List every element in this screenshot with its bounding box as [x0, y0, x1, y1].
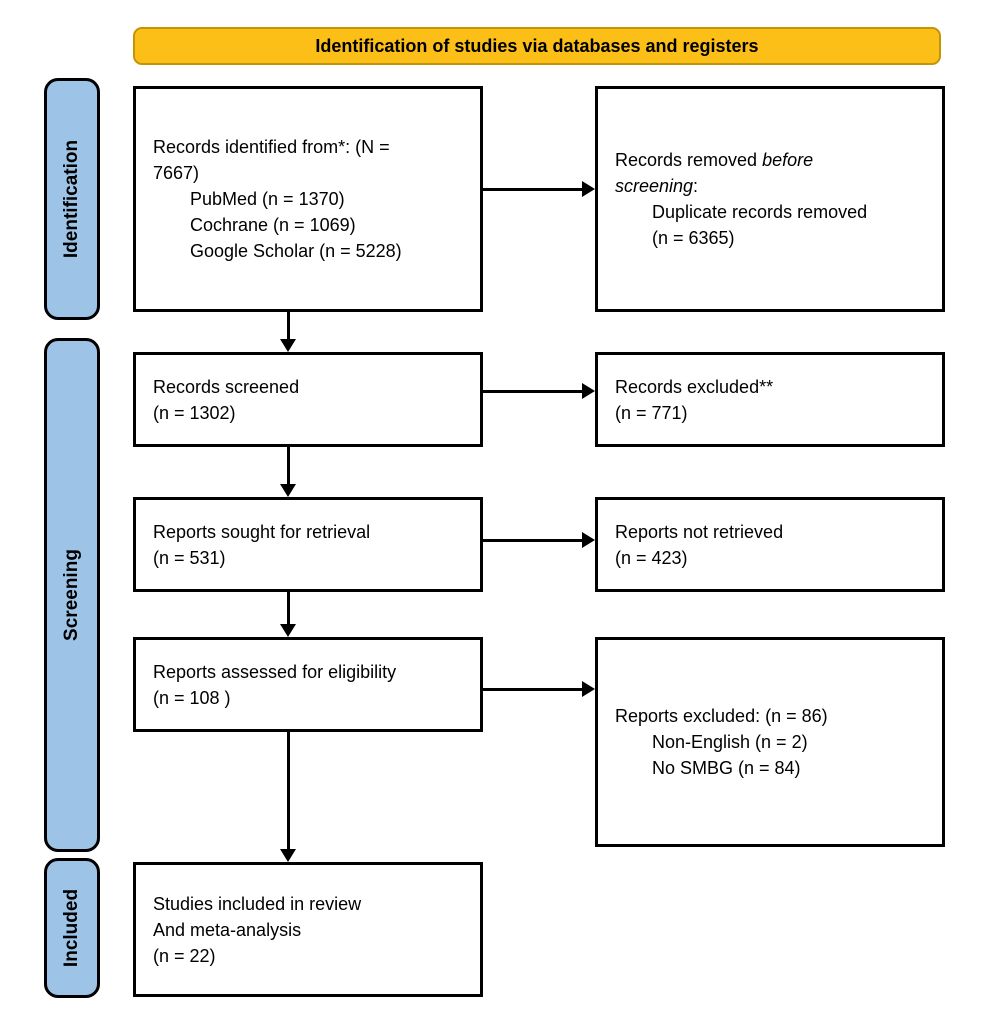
box-records-excluded: Records excluded** (n = 771) [595, 352, 945, 447]
arrow-assessed-to-reports-excluded-head [582, 681, 595, 697]
diagram-title: Identification of studies via databases … [315, 35, 759, 56]
box-line: Reports excluded: (n = 86) [615, 706, 828, 726]
box-line: Records screened [153, 376, 300, 397]
arrow-screened-to-sought-line [287, 447, 290, 485]
arrow-identified-to-screened-line [287, 312, 290, 341]
arrow-identified-to-screened-head [280, 339, 296, 352]
box-line: No SMBG (n = 84) [652, 758, 801, 778]
box-reports-assessed: Reports assessed for eligibility (n = 10… [133, 637, 483, 732]
arrow-sought-to-assessed-head [280, 624, 296, 637]
box-line: (n = 1302) [153, 402, 236, 423]
arrow-identified-to-removed-head [582, 181, 595, 197]
stage-label-identification: Identification [44, 78, 100, 320]
arrow-sought-to-not-retrieved-head [582, 532, 595, 548]
box-line: Reports sought for retrieval [153, 521, 371, 542]
box-line: Reports assessed for eligibility [153, 661, 397, 682]
arrow-screened-to-sought-head [280, 484, 296, 497]
title-banner: Identification of studies via databases … [133, 27, 941, 65]
box-line-text: : [693, 176, 699, 196]
box-line: Duplicate records removed [652, 202, 868, 222]
box-records-removed: Records removed before screening: Duplic… [595, 86, 945, 312]
box-line: (n = 531) [153, 547, 226, 568]
box-studies-included: Studies included in review And meta-anal… [133, 862, 483, 997]
box-line: Cochrane (n = 1069) [190, 215, 356, 235]
box-line: (n = 423) [615, 547, 688, 568]
box-line: (n = 771) [615, 402, 688, 423]
box-line: And meta-analysis [153, 919, 302, 940]
box-line-text: Records removed [615, 150, 763, 170]
box-records-identified: Records identified from*: (N = 7667) Pub… [133, 86, 483, 312]
box-line: (n = 6365) [652, 228, 735, 248]
arrow-assessed-to-reports-excluded-line [483, 688, 583, 691]
box-line: Google Scholar (n = 5228) [190, 241, 402, 261]
stage-label-included: Included [44, 858, 100, 998]
box-line: screening: [615, 173, 932, 199]
box-line: Reports not retrieved [615, 521, 784, 542]
box-line: (n = 22) [153, 945, 216, 966]
box-records-screened: Records screened (n = 1302) [133, 352, 483, 447]
box-reports-sought: Reports sought for retrieval (n = 531) [133, 497, 483, 592]
arrow-assessed-to-included-line [287, 732, 290, 850]
arrow-screened-to-excluded-head [582, 383, 595, 399]
stage-label-screening: Screening [44, 338, 100, 852]
box-reports-not-retrieved: Reports not retrieved (n = 423) [595, 497, 945, 592]
box-line: 7667) [153, 163, 200, 183]
arrow-sought-to-assessed-line [287, 592, 290, 625]
arrow-screened-to-excluded-line [483, 390, 583, 393]
arrow-assessed-to-included-head [280, 849, 296, 862]
box-line-italic: screening [615, 176, 694, 196]
box-line-italic: before [762, 150, 814, 170]
arrow-identified-to-removed-line [483, 188, 583, 191]
stage-label-identification-text: Identification [61, 139, 83, 259]
box-line: Records removed before [615, 147, 932, 173]
box-line: Studies included in review [153, 893, 362, 914]
arrow-sought-to-not-retrieved-line [483, 539, 583, 542]
box-line: Records identified from*: (N = [153, 137, 390, 157]
box-line: Records excluded** [615, 376, 774, 397]
box-line: PubMed (n = 1370) [190, 189, 345, 209]
box-line: (n = 108 ) [153, 687, 231, 708]
box-reports-excluded: Reports excluded: (n = 86) Non-English (… [595, 637, 945, 847]
stage-label-screening-text: Screening [61, 549, 82, 641]
box-line: Non-English (n = 2) [652, 732, 808, 752]
stage-label-included-text: Included [61, 888, 82, 968]
